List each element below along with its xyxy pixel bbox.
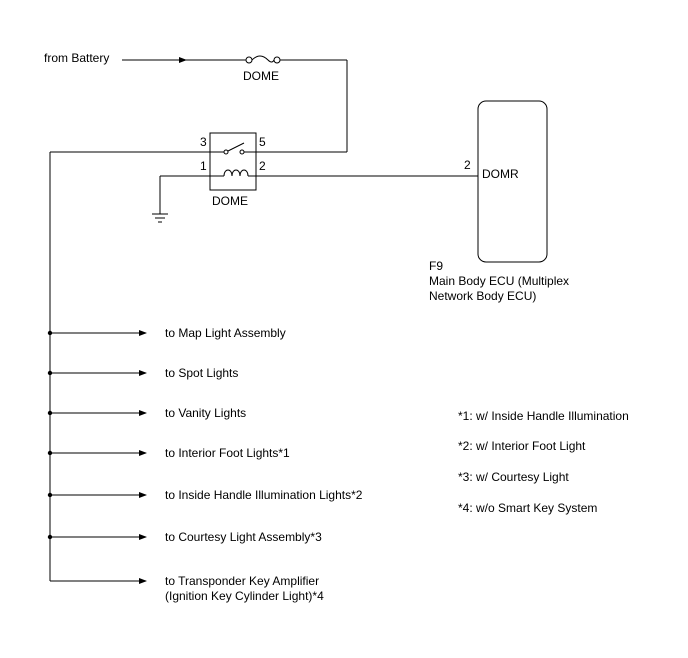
load-label-line2: (Ignition Key Cylinder Light)*4 xyxy=(165,589,324,603)
ecu-name-line2: Network Body ECU) xyxy=(429,289,536,303)
load-branches: to Map Light Assembly to Spot Lights to Va… xyxy=(47,326,363,603)
load-label: to Map Light Assembly xyxy=(165,326,286,340)
ecu-connector: F9 xyxy=(429,259,443,273)
junction-dot xyxy=(47,410,53,416)
load-label: to Interior Foot Lights*1 xyxy=(165,446,290,460)
load-label: to Vanity Lights xyxy=(165,406,246,420)
ecu-name-line1: Main Body ECU (Multiplex xyxy=(429,274,569,288)
junction-dot xyxy=(47,450,53,456)
junction-dot xyxy=(47,534,53,540)
ecu-pin: 2 xyxy=(464,158,471,172)
relay-coil-symbol xyxy=(210,169,256,177)
load-label: to Transponder Key Amplifier xyxy=(165,574,319,588)
footnote: *4: w/o Smart Key System xyxy=(458,501,597,515)
ecu-box xyxy=(477,100,548,263)
junction-dot xyxy=(47,330,53,336)
relay-pin-5: 5 xyxy=(259,135,266,149)
junction-dot xyxy=(47,492,53,498)
footnotes: *1: w/ Inside Handle Illumination *2: w/ … xyxy=(458,409,629,515)
relay-box xyxy=(209,132,257,191)
relay-pin-2: 2 xyxy=(259,159,266,173)
load-label: to Inside Handle Illumination Lights*2 xyxy=(165,488,363,502)
relay-switch-symbol xyxy=(210,142,256,155)
junction-dot xyxy=(47,370,53,376)
footnote: *1: w/ Inside Handle Illumination xyxy=(458,409,629,423)
relay-label: DOME xyxy=(212,194,248,208)
ground-symbol xyxy=(152,213,168,223)
footnote: *3: w/ Courtesy Light xyxy=(458,470,569,484)
ecu-terminal: DOMR xyxy=(482,167,519,181)
load-label: to Courtesy Light Assembly*3 xyxy=(165,530,322,544)
battery-label: from Battery xyxy=(44,51,109,65)
footnote: *2: w/ Interior Foot Light xyxy=(458,439,586,453)
load-label: to Spot Lights xyxy=(165,366,238,380)
fuse-label: DOME xyxy=(243,69,279,83)
relay-pin-3: 3 xyxy=(200,135,207,149)
fuse-symbol xyxy=(245,55,281,64)
relay-pin-1: 1 xyxy=(200,159,207,173)
